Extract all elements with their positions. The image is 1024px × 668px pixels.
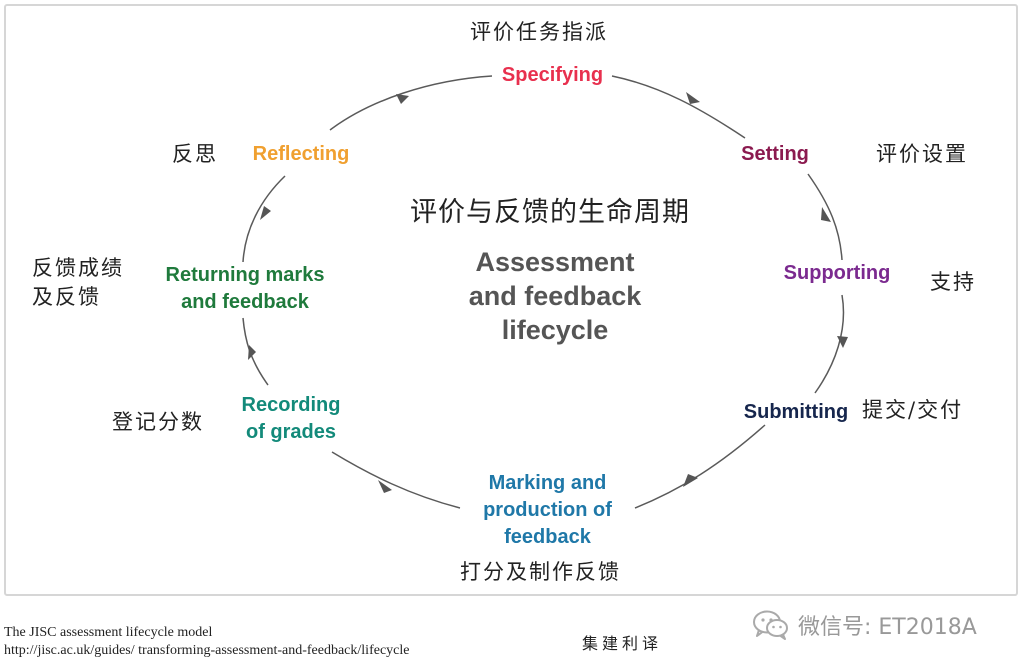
wechat-watermark: 微信号: ET2018A	[752, 608, 977, 642]
stage-label: Reflecting	[252, 143, 350, 165]
translator-signature: 集建利译	[582, 634, 663, 653]
lifecycle-ring	[242, 75, 848, 509]
arrow-specifying-setting	[686, 92, 700, 104]
arc-supporting-submitting	[814, 294, 845, 394]
stage-specifying-cn: 评价任务指派	[470, 20, 608, 44]
stage-label: Supporting	[783, 262, 891, 284]
arc-specifying-setting	[611, 75, 746, 139]
stage-label: Marking and	[488, 472, 607, 494]
stage-submitting: Submitting	[736, 399, 856, 426]
stage-supporting: Supporting	[778, 260, 896, 287]
arrow-returning-reflecting	[260, 206, 271, 220]
wechat-id-text: 微信号: ET2018A	[798, 615, 977, 640]
caption-url: http://jisc.ac.uk/guides/ transforming-a…	[4, 643, 410, 658]
stage-reflecting: Reflecting	[242, 141, 360, 168]
stage-label: production of	[483, 499, 612, 521]
source-caption: The JISC assessment lifecycle model http…	[4, 624, 409, 660]
stage-recording-cn: 登记分数	[112, 410, 204, 434]
arrow-submitting-marking	[683, 474, 698, 487]
stage-marking: Marking and production of feedback	[465, 470, 630, 551]
stage-reflecting-cn: 反思	[172, 142, 218, 166]
arc-setting-supporting	[807, 173, 843, 261]
stage-label: Recording	[241, 394, 341, 416]
title-english-line: Assessment	[475, 247, 635, 277]
title-chinese: 评价与反馈的生命周期	[410, 197, 690, 228]
wechat-icon	[753, 610, 788, 640]
stage-label: Specifying	[501, 64, 604, 86]
arrow-setting-supporting	[821, 207, 831, 222]
stage-recording: Recording of grades	[225, 392, 357, 446]
arrow-supporting-submitting	[837, 336, 848, 348]
stage-label: Returning marks	[165, 264, 325, 286]
stage-specifying: Specifying	[470, 62, 635, 89]
stage-label: and feedback	[181, 291, 309, 313]
stage-returning-cn-line: 反馈成绩	[32, 256, 124, 280]
arc-returning-reflecting	[242, 175, 286, 263]
stage-submitting-cn: 提交/交付	[862, 398, 964, 422]
stage-label: Submitting	[743, 401, 849, 423]
stage-label: feedback	[504, 526, 591, 548]
title-english: Assessment and feedback lifecycle	[410, 245, 700, 347]
arrow-marking-recording	[378, 480, 392, 493]
title-english-line: and feedback	[468, 281, 642, 311]
stage-label: of grades	[245, 421, 337, 443]
stage-returning: Returning marks and feedback	[155, 262, 335, 316]
arc-marking-recording	[331, 451, 461, 509]
title-english-line: lifecycle	[501, 315, 609, 345]
arc-reflecting-specifying	[329, 75, 493, 131]
stage-returning-cn: 反馈成绩 及反馈	[32, 254, 124, 312]
stage-supporting-cn: 支持	[930, 270, 976, 294]
stage-marking-cn: 打分及制作反馈	[460, 560, 621, 584]
stage-returning-cn-line: 及反馈	[32, 285, 101, 309]
caption-title: The JISC assessment lifecycle model	[4, 625, 213, 640]
arrow-reflecting-specifying	[396, 94, 409, 104]
stage-setting-cn: 评价设置	[876, 142, 968, 166]
stage-setting: Setting	[730, 141, 820, 168]
arrow-recording-returning	[248, 345, 256, 360]
stage-label: Setting	[741, 143, 809, 165]
arc-submitting-marking	[634, 424, 766, 509]
diagram-frame	[4, 4, 1018, 596]
